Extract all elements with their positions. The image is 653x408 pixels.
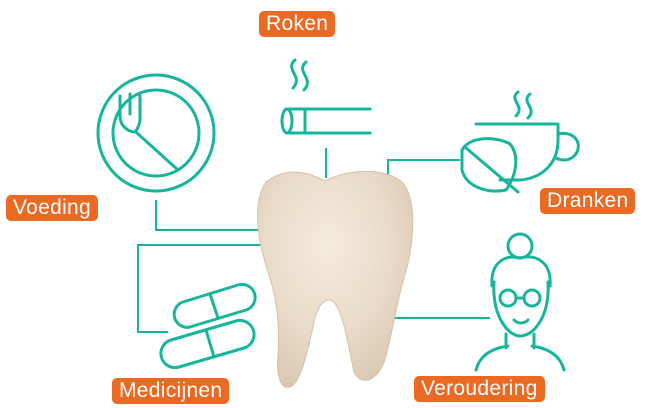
label-voeding: Voeding <box>6 195 98 221</box>
label-dranken: Dranken <box>540 188 635 214</box>
plate-fork-icon <box>98 75 214 191</box>
cigarette-icon <box>282 60 370 133</box>
label-roken: Roken <box>259 11 335 37</box>
tea-cup-leaf-icon <box>462 92 578 192</box>
label-veroudering: Veroudering <box>414 376 545 402</box>
tooth <box>258 171 413 387</box>
connector-medicijnen <box>138 245 278 332</box>
capsules-icon <box>161 284 255 367</box>
label-medicijnen: Medicijnen <box>112 378 229 404</box>
connector-dranken <box>388 160 460 178</box>
elderly-woman-icon <box>476 234 564 370</box>
